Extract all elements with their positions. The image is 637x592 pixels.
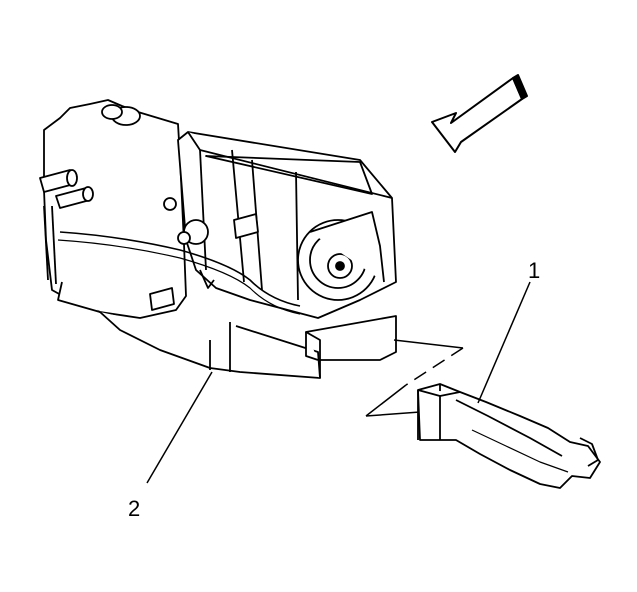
callout-2-label: 2 <box>128 496 140 521</box>
callout-1-label: 1 <box>528 258 540 283</box>
duct-icon <box>417 383 601 489</box>
callout-2-leader <box>146 371 213 484</box>
direction-arrow-icon <box>431 74 528 153</box>
exploded-view-leader <box>365 339 464 417</box>
hvac-module-icon <box>39 99 397 379</box>
callout-1-leader <box>477 281 531 404</box>
